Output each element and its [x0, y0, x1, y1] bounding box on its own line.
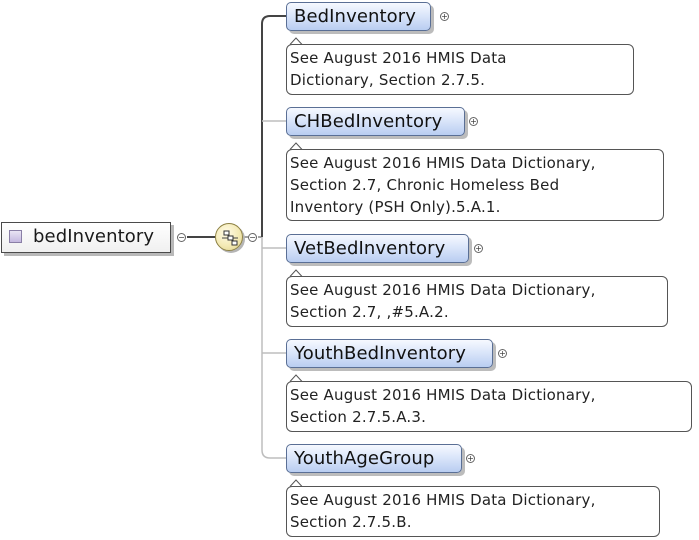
element-label: VetBedInventory: [294, 238, 446, 259]
compositor-collapse-minus-icon[interactable]: −: [248, 233, 257, 242]
root-element-label: bedInventory: [33, 226, 155, 247]
doc-line: See August 2016 HMIS Data Dictionary,: [290, 281, 596, 299]
documentation-box: See August 2016 HMIS Data Dictionary, Se…: [286, 44, 634, 95]
doc-line: Dictionary, Section 2.7.5.: [290, 71, 486, 89]
documentation-box: See August 2016 HMIS Data Dictionary, Se…: [286, 381, 692, 432]
documentation-box: See August 2016 HMIS Data Dictionary, Se…: [286, 276, 668, 327]
expand-plus-icon[interactable]: +: [466, 454, 475, 463]
doc-line: See August 2016 HMIS Data Dictionary,: [290, 154, 596, 172]
collapse-minus-icon[interactable]: −: [177, 233, 186, 242]
expand-plus-icon[interactable]: +: [469, 117, 478, 126]
element-label: YouthBedInventory: [294, 343, 467, 364]
documentation-box: See August 2016 HMIS Data Dictionary, Se…: [286, 149, 664, 221]
element-label: BedInventory: [294, 6, 417, 27]
element-YouthAgeGroup[interactable]: YouthAgeGroup: [286, 444, 462, 473]
element-label: YouthAgeGroup: [294, 448, 435, 469]
doc-line: Section 2.7.5.B.: [290, 513, 412, 531]
documentation-box: See August 2016 HMIS Data Dictionary, Se…: [286, 486, 660, 537]
root-element-bedInventory[interactable]: bedInventory: [1, 222, 171, 253]
doc-line: See August 2016 HMIS Data Dictionary,: [290, 386, 596, 404]
element-label: CHBedInventory: [294, 111, 443, 132]
doc-line: Section 2.7.5.A.3.: [290, 408, 427, 426]
doc-line: Section 2.7, Chronic Homeless Bed: [290, 176, 560, 194]
doc-line: See August 2016 HMIS Data: [290, 49, 507, 67]
element-YouthBedInventory[interactable]: YouthBedInventory: [286, 339, 493, 368]
element-square-icon: [9, 230, 22, 243]
element-BedInventory[interactable]: BedInventory: [286, 2, 431, 31]
element-CHBedInventory[interactable]: CHBedInventory: [286, 107, 465, 136]
element-VetBedInventory[interactable]: VetBedInventory: [286, 234, 469, 263]
doc-line: Section 2.7, ,#5.A.2.: [290, 303, 449, 321]
sequence-compositor-icon[interactable]: [215, 223, 243, 251]
expand-plus-icon[interactable]: +: [474, 244, 483, 253]
expand-plus-icon[interactable]: +: [440, 12, 449, 21]
expand-plus-icon[interactable]: +: [498, 349, 507, 358]
doc-line: Inventory (PSH Only).5.A.1.: [290, 198, 501, 216]
doc-line: See August 2016 HMIS Data Dictionary,: [290, 491, 596, 509]
